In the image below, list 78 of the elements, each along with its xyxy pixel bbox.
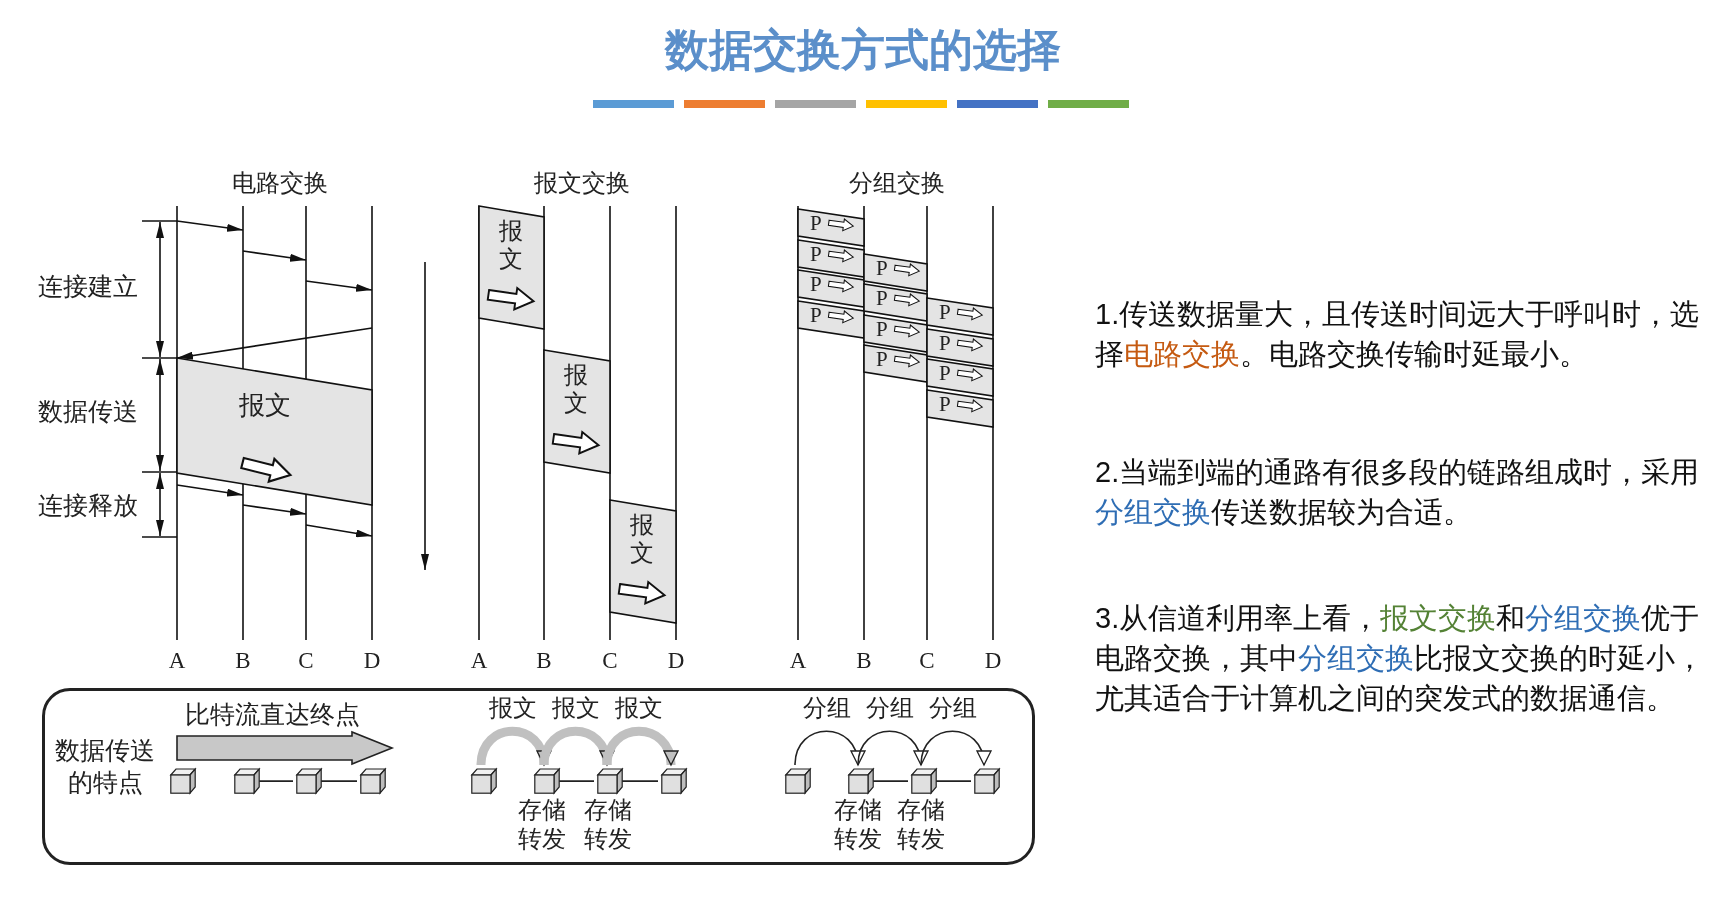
step-label: 存储转发 [834,796,882,854]
note-paragraph: 1.传送数据量大，且传送时间远大于呼叫时，选择电路交换。电路交换传输时延最小。 [1095,297,1701,372]
block-label: P [876,316,888,341]
edge-label: 报文 [488,694,537,722]
note-paragraph: 2.当端到端的通路有很多段的链路组成时，采用分组交换传送数据较为合适。 [1095,455,1701,530]
step-label: 存储转发 [518,796,566,854]
node-letter: D [667,648,685,674]
node-letter: A [789,648,807,674]
panel-title: 分组交换 [849,169,945,197]
node-cube [911,768,937,794]
block-label: P [810,272,822,296]
feature-panel [42,688,1035,865]
node-letter: D [984,648,1002,674]
block-arrow [176,730,395,766]
panel-title: 报文交换 [534,169,630,197]
packet-block [864,345,927,382]
message-block [177,358,372,505]
phase-label: 数据传送 [38,398,138,426]
node-letter: D [363,648,381,674]
block-label: P [876,347,888,371]
block-label: 报文 [564,362,588,418]
phase-label: 连接建立 [38,273,138,301]
node-letter: C [298,648,314,674]
block-label: P [876,255,888,280]
node-letter: B [856,648,872,674]
block-label: 报文 [239,390,291,422]
block-label: P [876,286,888,310]
message-block [544,350,610,473]
curved-arrow [920,730,990,766]
edge-label: 报文 [615,694,663,722]
edge-label: 分组 [802,694,851,722]
phase-label: 连接释放 [38,492,138,520]
block-label: P [810,211,822,235]
node-cube [597,768,623,794]
packet-block [927,298,993,335]
message-block [479,206,544,329]
node-letter: A [470,648,488,674]
node-cube [661,768,687,794]
step-label: 存储转发 [897,796,945,854]
node-cube [785,768,811,794]
node-letter: B [235,648,251,674]
panel-title: 电路交换 [232,169,328,197]
node-cube [848,768,874,794]
block-label: P [939,391,951,416]
note-paragraph: 3.从信道利用率上看，报文交换和分组交换优于电路交换，其中分组交换比报文交换的时延小，尤其适合于计算机之间的突发式的数据通信。 [1095,601,1705,716]
block-label: 报文 [499,218,523,274]
edge-label: 分组 [928,694,977,722]
edge-label: 分组 [865,694,914,722]
block-label: P [810,302,822,327]
node-letter: C [602,648,618,674]
node-cube [534,768,560,794]
step-label: 存储转发 [584,796,632,854]
node-cube [170,768,196,794]
curved-arrow [857,730,927,766]
node-cube [471,768,497,794]
node-letter: B [536,648,552,674]
node-cube [296,768,322,794]
block-label: P [939,330,951,355]
packet-block [798,300,864,338]
curved-arrow [794,730,864,766]
node-letter: C [919,648,935,674]
message-block [610,500,676,623]
block-label: P [939,300,951,324]
node-letter: A [168,648,186,674]
packet-block [927,389,993,427]
packet-block [798,209,864,246]
phase-label: 比特流直达终点 [184,701,360,729]
block-label: 报文 [630,512,654,568]
node-cube [974,768,1000,794]
title: 数据交换方式的选择 [663,24,1062,76]
block-label: P [939,361,951,385]
panel-heading: 数据传送的特点 [54,736,156,798]
edge-label: 报文 [551,694,600,722]
node-cube [234,768,260,794]
packet-block [927,359,993,396]
node-cube [360,768,386,794]
curved-arrow [602,726,677,766]
block-label: P [810,241,822,266]
